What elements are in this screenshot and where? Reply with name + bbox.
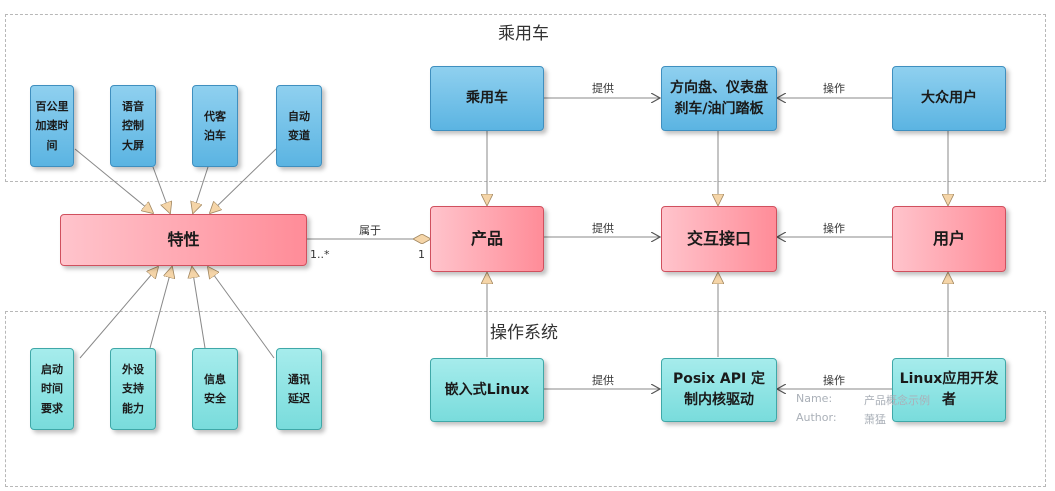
feature-bottom-2[interactable]: 外设支持能力 xyxy=(110,348,156,430)
trait-box[interactable]: 特性 xyxy=(60,214,307,266)
belongs-label: 属于 xyxy=(359,224,381,237)
feature-top-3[interactable]: 代客泊车 xyxy=(192,85,238,167)
feature-top-1[interactable]: 百公里加速时间 xyxy=(30,85,74,167)
edge-feature-top-3 xyxy=(193,166,209,213)
group-passenger-car xyxy=(5,14,1046,182)
multiplicity-right: 1 xyxy=(418,248,425,261)
product-label: 产品 xyxy=(470,229,503,248)
interface-label: 交互接口 xyxy=(686,229,751,248)
meta-name-key: Name: xyxy=(796,392,833,405)
feature-top-3-label: 代客泊车 xyxy=(204,109,226,142)
edge-feature-top-1 xyxy=(74,148,153,213)
trait-label: 特性 xyxy=(167,230,200,249)
provide-label-middle: 提供 xyxy=(592,222,614,235)
group-operating-system xyxy=(5,311,1046,487)
product-box[interactable]: 产品 xyxy=(430,206,544,272)
provide-label-bottom: 提供 xyxy=(592,374,614,387)
embedded-linux-label: 嵌入式Linux xyxy=(444,381,530,398)
edge-feature-bottom-3 xyxy=(192,267,206,349)
multiplicity-left: 1..* xyxy=(310,248,330,261)
operate-label-top: 操作 xyxy=(823,82,845,95)
embedded-linux-box[interactable]: 嵌入式Linux xyxy=(430,358,544,422)
provide-label-top: 提供 xyxy=(592,82,614,95)
feature-top-4-label: 自动变道 xyxy=(288,109,310,142)
operate-label-bottom: 操作 xyxy=(823,374,845,387)
car-label: 乘用车 xyxy=(466,90,508,106)
feature-bottom-3[interactable]: 信息安全 xyxy=(192,348,238,430)
feature-bottom-3-label: 信息安全 xyxy=(204,372,226,405)
feature-bottom-1[interactable]: 启动时间要求 xyxy=(30,348,74,430)
edge-feature-top-2 xyxy=(152,166,170,213)
feature-bottom-1-label: 启动时间要求 xyxy=(41,363,63,415)
operate-label-middle: 操作 xyxy=(823,222,845,235)
feature-top-4[interactable]: 自动变道 xyxy=(276,85,322,167)
wheel-label: 方向盘、仪表盘刹车/油门踏板 xyxy=(670,79,768,117)
interface-box[interactable]: 交互接口 xyxy=(661,206,777,272)
feature-top-2-label: 语音控制大屏 xyxy=(122,100,144,152)
car-box[interactable]: 乘用车 xyxy=(430,66,544,131)
linux-dev-box[interactable]: Linux应用开发者 xyxy=(892,358,1006,422)
feature-top-2[interactable]: 语音控制大屏 xyxy=(110,85,156,167)
meta-author-value: 萧猛 xyxy=(864,413,886,426)
feature-top-1-label: 百公里加速时间 xyxy=(35,100,69,152)
edge-feature-bottom-1 xyxy=(79,267,158,359)
public-user-label: 大众用户 xyxy=(921,90,977,106)
feature-bottom-4[interactable]: 通讯延迟 xyxy=(276,348,322,430)
feature-bottom-2-label: 外设支持能力 xyxy=(122,363,144,415)
group-operating-system-title: 操作系统 xyxy=(490,323,558,343)
edge-feature-top-4 xyxy=(210,148,277,213)
wheel-box[interactable]: 方向盘、仪表盘刹车/油门踏板 xyxy=(661,66,777,131)
meta-name-value: 产品概念示例 xyxy=(864,394,930,407)
feature-bottom-4-label: 通讯延迟 xyxy=(288,372,310,405)
posix-box[interactable]: Posix API 定制内核驱动 xyxy=(661,358,777,422)
public-user-box[interactable]: 大众用户 xyxy=(892,66,1006,131)
group-passenger-car-title: 乘用车 xyxy=(498,24,549,44)
edge-feature-bottom-4 xyxy=(208,267,275,359)
user-box[interactable]: 用户 xyxy=(892,206,1006,272)
posix-label: Posix API 定制内核驱动 xyxy=(672,371,766,408)
meta-author-key: Author: xyxy=(796,411,837,424)
linux-dev-label: Linux应用开发者 xyxy=(899,371,999,408)
edge-feature-bottom-2 xyxy=(149,267,172,349)
user-label: 用户 xyxy=(932,229,965,248)
